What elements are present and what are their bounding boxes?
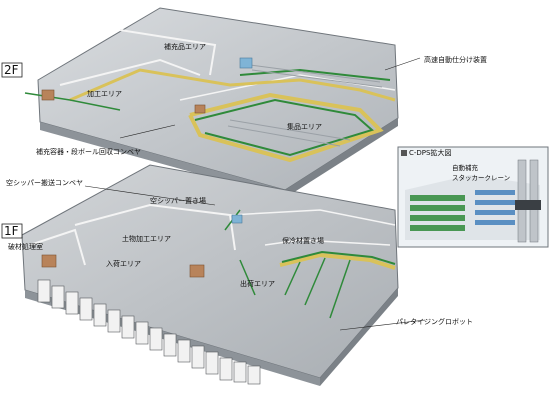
truck-row	[37, 279, 261, 385]
label-empty-shipper-storage: 空シッパー置き場	[150, 196, 206, 205]
label-sorter: 高速自動仕分け装置	[424, 55, 487, 64]
inset-line-2: スタッカークレーン	[452, 173, 510, 182]
inset-line-1: 自動補充	[452, 163, 479, 172]
label-kakou-area: 加工エリア	[87, 89, 122, 98]
label-haizai-room: 破材処理室	[8, 242, 43, 251]
label-palletizing-robot: パレタイジングロボット	[396, 317, 473, 326]
floor-2f	[24, 7, 399, 198]
inset-title: C-DPS拡大図	[409, 148, 451, 157]
floor-label-2f: 2F	[4, 63, 19, 77]
label-hojuhin-area: 補充品エリア	[164, 42, 206, 51]
label-shuhin-area: 集品エリア	[287, 122, 322, 131]
label-conveyor-return: 補充容器・段ボール回収コンベヤ	[36, 147, 141, 156]
cdps-inset	[397, 146, 549, 248]
label-doboku-area: 土物加工エリア	[122, 234, 171, 243]
label-shukka-area: 出荷エリア	[240, 279, 275, 288]
label-horeizai-storage: 保冷材置き場	[282, 236, 324, 245]
label-nyuka-area: 入荷エリア	[106, 259, 141, 268]
floor-label-1f: 1F	[4, 224, 19, 238]
label-empty-shipper-conveyor: 空シッパー搬送コンベヤ	[6, 178, 83, 187]
leader-lines	[84, 57, 426, 331]
